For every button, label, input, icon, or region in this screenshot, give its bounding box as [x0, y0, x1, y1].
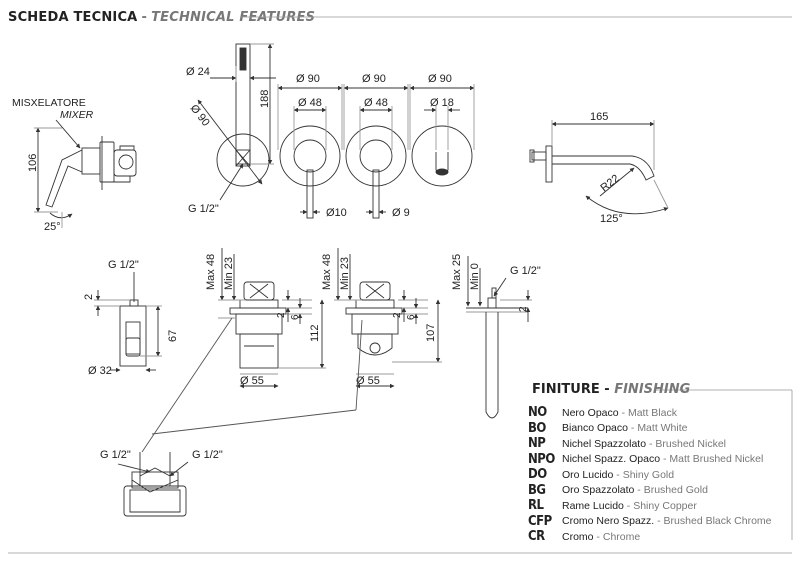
- plate-3-view: [409, 84, 475, 187]
- spout-angle-125: 125°: [600, 213, 623, 225]
- dim-thread-spout: G 1/2": [188, 203, 219, 215]
- finish-code: CFP: [528, 513, 552, 529]
- finish-name-en: Matt Black: [627, 406, 677, 419]
- plate-2-view: [343, 84, 409, 219]
- m2-dim-6: 6: [406, 314, 417, 320]
- m2-dim-107: 107: [425, 324, 437, 342]
- dim-106: 106: [27, 154, 39, 172]
- box-side-view: [94, 272, 162, 373]
- finishing-title-it: FINITURE: [532, 382, 600, 397]
- finish-item: BG Oro Spazzolato - Brushed Gold: [528, 482, 708, 498]
- m1-dim-6: 6: [290, 314, 301, 320]
- finish-item: DO Oro Lucido - Shiny Gold: [528, 467, 675, 483]
- finish-code: CR: [528, 529, 545, 545]
- finishing-title: FINITURE - FINISHING: [532, 382, 690, 397]
- box-thread: G 1/2": [108, 259, 139, 271]
- finish-name-it: Nichel Spazzolato: [562, 437, 647, 450]
- finish-name-en: Matt Brushed Nickel: [669, 453, 764, 466]
- m2-max: Max 48: [321, 254, 333, 290]
- spout-front-view: [197, 43, 276, 201]
- finish-name-it: Cromo Nero Spazz.: [562, 515, 655, 528]
- finish-item: BO Bianco Opaco - Matt White: [528, 420, 688, 436]
- plate1-d90: Ø 90: [296, 73, 320, 85]
- valve-body-view: [117, 317, 363, 517]
- finishing-title-separator: -: [604, 382, 610, 397]
- finish-name-en: Brushed Nickel: [655, 437, 727, 450]
- box-d32: Ø 32: [88, 365, 112, 377]
- title-english: TECHNICAL FEATURES: [151, 9, 316, 25]
- plate-1-view: [277, 84, 343, 219]
- plate2-d48: Ø 48: [364, 97, 388, 109]
- finish-name-en: Matt White: [637, 422, 688, 435]
- dim-25-deg: 25°: [44, 221, 61, 233]
- finish-code: NP: [528, 436, 546, 452]
- finish-item: CR Cromo - Chrome: [528, 529, 641, 545]
- spout-side-view: [529, 120, 669, 215]
- finish-item: NP Nichel Spazzolato - Brushed Nickel: [528, 436, 727, 452]
- dim-188: 188: [259, 90, 271, 108]
- m1-dim-112: 112: [309, 324, 321, 342]
- box-dim-67: 67: [167, 330, 179, 342]
- finish-item: NPO Nichel Spazz. Opaco - Matt Brushed N…: [528, 451, 764, 467]
- title-separator: -: [141, 9, 148, 25]
- finish-code: DO: [528, 467, 547, 483]
- finish-name-it: Nichel Spazz. Opaco: [562, 453, 661, 466]
- finish-name-it: Bianco Opaco: [562, 422, 628, 435]
- mixer-section-2: [334, 248, 442, 389]
- finish-code: NO: [528, 405, 547, 421]
- finish-code: BG: [528, 482, 546, 498]
- finish-name-it: Oro Lucido: [562, 468, 614, 481]
- spout-section: [465, 256, 532, 419]
- m1-min: Min 23: [223, 257, 235, 290]
- m1-max: Max 48: [205, 254, 217, 290]
- finishing-title-en: FINISHING: [614, 382, 691, 397]
- plate1-d48: Ø 48: [298, 97, 322, 109]
- finish-name-en: Shiny Gold: [622, 468, 675, 481]
- dim-d24: Ø 24: [186, 66, 210, 78]
- finish-name-it: Oro Spazzolato: [562, 484, 635, 497]
- plate1-d10: Ø10: [326, 207, 347, 219]
- dim-d90-diagonal: Ø 90: [188, 102, 212, 128]
- plate2-d90: Ø 90: [362, 73, 386, 85]
- spout-thread: G 1/2": [510, 265, 541, 277]
- page-title: SCHEDA TECNICA - TECHNICAL FEATURES: [8, 6, 315, 28]
- finish-name-en: Brushed Black Chrome: [663, 515, 772, 528]
- plate3-d90: Ø 90: [428, 73, 452, 85]
- finish-item: NO Nero Opaco - Matt Black: [528, 405, 677, 421]
- finish-name-en: Chrome: [602, 530, 641, 543]
- finish-code: BO: [528, 420, 546, 436]
- plate3-d18: Ø 18: [430, 97, 454, 109]
- mixer-side-view: [34, 119, 137, 228]
- spout-length-165: 165: [590, 111, 608, 123]
- finish-name-it: Rame Lucido: [562, 499, 624, 512]
- m1-d55: Ø 55: [240, 375, 264, 387]
- valve-thread-right: G 1/2": [192, 449, 223, 461]
- finish-name-it: Cromo: [562, 530, 594, 543]
- mixer-label-it: MISXELATORE: [12, 97, 86, 109]
- finish-item: RL Rame Lucido - Shiny Copper: [528, 498, 697, 514]
- mixer-label-en: MIXER: [60, 109, 94, 121]
- m2-dim-2: 2: [392, 312, 403, 318]
- finish-name-en: Brushed Gold: [643, 484, 708, 497]
- spout-max: Max 25: [451, 254, 463, 290]
- mixer-section-1: [218, 248, 326, 389]
- finish-name-en: Shiny Copper: [633, 499, 697, 512]
- m1-dim-2: 2: [276, 312, 287, 318]
- box-dim-2: 2: [83, 294, 95, 300]
- plate2-d9: Ø 9: [392, 207, 410, 219]
- finish-item: CFP Cromo Nero Spazz. - Brushed Black Ch…: [528, 513, 772, 529]
- spout-radius-r22: R22: [598, 172, 621, 194]
- finish-code: NPO: [528, 451, 555, 467]
- m2-min: Min 23: [339, 257, 351, 290]
- finish-code: RL: [528, 498, 544, 514]
- spout-dim-2: 2: [518, 306, 529, 312]
- title-italian: SCHEDA TECNICA: [8, 9, 138, 25]
- m2-d55: Ø 55: [356, 375, 380, 387]
- finish-name-it: Nero Opaco: [562, 406, 619, 419]
- spout-min: Min 0: [469, 263, 481, 290]
- finishing-list: NO Nero Opaco - Matt Black BO Bianco Opa…: [528, 405, 790, 545]
- valve-thread-left: G 1/2": [100, 449, 131, 461]
